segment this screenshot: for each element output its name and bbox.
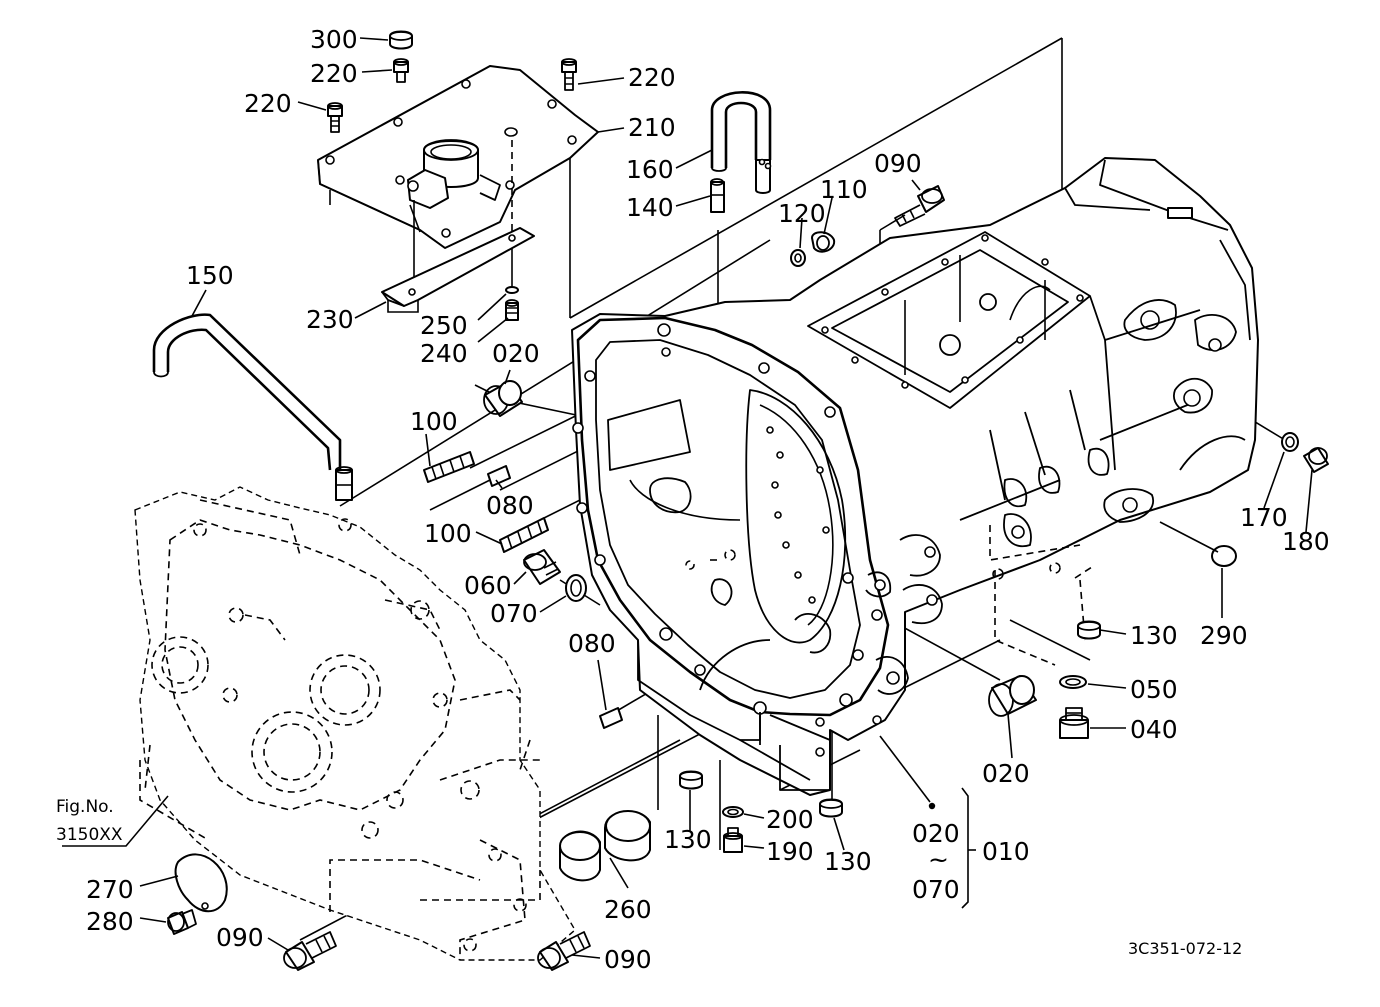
label-010: 010 (982, 837, 1030, 866)
plug-130-c (819, 798, 843, 818)
label-020-right: 020 (982, 759, 1030, 788)
fig-ref-line-1: Fig.No. (56, 797, 114, 817)
part-labels: 300 220 220 220 210 160 140 090 110 120 … (56, 25, 1330, 974)
bell-bolt-circle (766, 426, 830, 604)
transmission-case (571, 157, 1259, 796)
bolt-190 (723, 827, 743, 853)
label-090-top: 090 (874, 149, 922, 178)
o-ring-070 (565, 574, 587, 602)
cap-290 (1211, 545, 1237, 567)
gear-case-reference (134, 486, 576, 961)
bolt-090-right (537, 931, 591, 971)
label-170: 170 (1240, 503, 1288, 532)
washer-200 (722, 806, 744, 818)
label-100-b: 100 (424, 519, 472, 548)
label-150: 150 (186, 261, 234, 290)
bolt-220-b (561, 58, 577, 91)
range-tilde: ~ (928, 845, 949, 874)
hose-160 (710, 91, 772, 194)
label-060: 060 (464, 571, 512, 600)
plug-040 (1059, 707, 1089, 739)
label-280: 280 (86, 907, 134, 936)
drawing-code: 3C351-072-12 (1128, 939, 1242, 958)
fig-ref-line-2: 3150XX (56, 825, 123, 845)
label-290: 290 (1200, 621, 1248, 650)
plug-130-b (679, 770, 703, 790)
label-250: 250 (420, 311, 468, 340)
label-070-a: 070 (490, 599, 538, 628)
bolt-090-left (283, 931, 337, 971)
label-300: 300 (310, 25, 358, 54)
plug-300 (389, 30, 413, 50)
bolt-090-top (894, 185, 945, 227)
plug-060 (523, 549, 561, 585)
fitting-140 (710, 178, 725, 213)
label-220-b: 220 (244, 89, 292, 118)
caps-260 (559, 810, 651, 882)
label-220-c: 220 (628, 63, 676, 92)
bolt-240 (505, 299, 519, 321)
plug-180 (1303, 447, 1329, 473)
nut-110 (811, 231, 836, 253)
label-160: 160 (626, 155, 674, 184)
bolt-220-c (327, 102, 343, 133)
label-130-b: 130 (664, 825, 712, 854)
label-090-right: 090 (604, 945, 652, 974)
label-210: 210 (628, 113, 676, 142)
washer-050 (1059, 675, 1087, 689)
cover-270 (174, 853, 228, 913)
bushing-020-top (483, 380, 523, 417)
bolt-280 (167, 909, 197, 935)
label-140: 140 (626, 193, 674, 222)
label-090-left: 090 (216, 923, 264, 952)
stud-100-b (499, 517, 549, 553)
pin-080-a (487, 465, 511, 487)
label-200: 200 (766, 805, 814, 834)
flange-holes (572, 323, 883, 715)
hose-150 (152, 313, 353, 501)
washer-170 (1281, 432, 1299, 452)
label-100-a: 100 (410, 407, 458, 436)
label-240: 240 (420, 339, 468, 368)
label-080-b: 080 (568, 629, 616, 658)
stud-100-a (423, 451, 475, 483)
label-220-a: 220 (310, 59, 358, 88)
cover-holes (821, 234, 1084, 389)
washer-250 (505, 286, 519, 294)
label-120: 120 (778, 199, 826, 228)
label-020-range-start: 020 (912, 819, 960, 848)
label-130-c: 130 (824, 847, 872, 876)
label-020-top: 020 (492, 339, 540, 368)
label-080-a: 080 (486, 491, 534, 520)
label-110: 110 (820, 175, 868, 204)
label-260: 260 (604, 895, 652, 924)
label-040: 040 (1130, 715, 1178, 744)
label-050: 050 (1130, 675, 1178, 704)
bracket-230 (381, 227, 535, 313)
label-130-a: 130 (1130, 621, 1178, 650)
label-190: 190 (766, 837, 814, 866)
pin-080-b (599, 707, 623, 729)
plug-130-a (1077, 620, 1101, 640)
bolt-220-a (393, 58, 409, 83)
bushing-020-right (988, 675, 1037, 717)
top-cover-plate (317, 65, 599, 290)
label-270: 270 (86, 875, 134, 904)
assembly-dot (928, 802, 936, 810)
label-070-range-end: 070 (912, 875, 960, 904)
washer-120 (790, 249, 806, 267)
label-230: 230 (306, 305, 354, 334)
leader-lines (62, 37, 1313, 959)
label-180: 180 (1282, 527, 1330, 556)
